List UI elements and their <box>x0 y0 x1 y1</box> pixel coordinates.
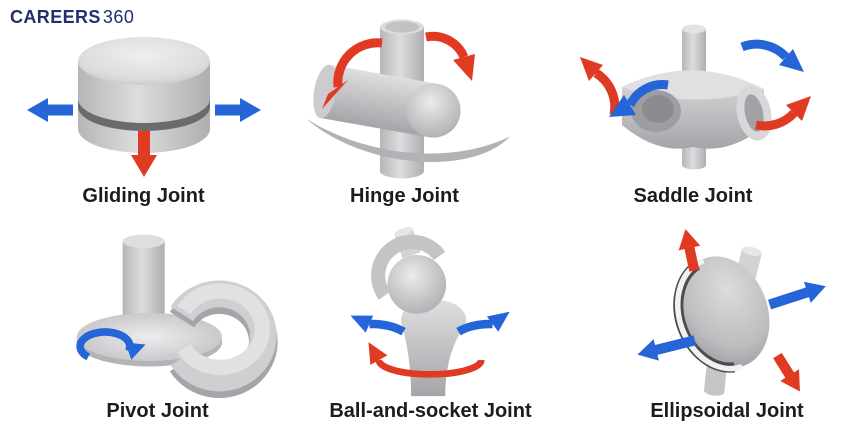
hinge-joint-figure <box>305 19 510 179</box>
ellipsoidal-joint-figure <box>637 229 826 396</box>
ball-and-socket-joint-figure <box>349 227 510 397</box>
blue-swing-arrow-right-icon <box>455 311 510 336</box>
horizontal-bone-and-trough <box>305 64 510 162</box>
red-curved-arrow-right-icon <box>755 96 811 131</box>
red-arrow-up-icon <box>678 229 701 272</box>
blue-arrow-right-icon <box>768 281 826 310</box>
socket-cap <box>370 234 445 300</box>
blue-rotation-arrow-icon <box>75 328 146 361</box>
joint-card-gliding: Gliding Joint <box>0 0 287 215</box>
red-arrow-down-icon <box>130 131 157 177</box>
blue-arrow-left-icon <box>26 98 73 122</box>
joint-card-ball-and-socket: Ball-and-socket Joint <box>287 215 574 430</box>
joint-card-hinge: Hinge Joint <box>261 0 548 215</box>
joint-label: Gliding Joint <box>82 185 205 207</box>
bottom-stub <box>704 364 727 396</box>
joint-label: Ellipsoidal Joint <box>650 400 804 422</box>
joint-card-ellipsoidal: Ellipsoidal Joint <box>584 215 860 430</box>
blue-curved-arrow-upper-right-icon <box>740 39 804 72</box>
gliding-joint-figure <box>26 37 261 177</box>
blue-arrow-right-icon <box>214 98 261 122</box>
joint-label: Pivot Joint <box>106 400 209 422</box>
logo-light-text: 360 <box>102 7 135 27</box>
blue-arrow-left-icon <box>637 335 697 361</box>
joint-card-pivot: Pivot Joint <box>14 215 301 430</box>
blue-swing-arrow-left-icon <box>349 315 406 336</box>
red-rotation-arrow-right-icon <box>424 31 475 81</box>
red-curved-arrow-upper-left-icon <box>580 57 620 116</box>
red-spin-arrow-front-icon <box>367 342 485 378</box>
red-rotation-arrow-left-icon <box>321 38 382 109</box>
ellipsoid-body <box>673 256 770 373</box>
red-arrow-down-icon <box>773 352 800 392</box>
joint-label: Ball-and-socket Joint <box>329 400 532 422</box>
joint-label: Saddle Joint <box>633 185 753 207</box>
c-ring <box>169 280 278 398</box>
joint-card-saddle: Saddle Joint <box>550 0 836 215</box>
saddle-joint-figure <box>580 24 811 170</box>
blue-curved-arrow-lower-left-icon <box>609 80 669 117</box>
peg-cylinder <box>122 234 165 333</box>
saddle-block <box>622 70 772 149</box>
joint-label: Hinge Joint <box>350 185 459 207</box>
disc-stack <box>77 37 210 153</box>
pivot-joint-figure <box>75 234 278 398</box>
logo-bold-text: CAREERS <box>10 7 101 27</box>
careers360-logo: CAREERS 360 <box>10 7 134 28</box>
